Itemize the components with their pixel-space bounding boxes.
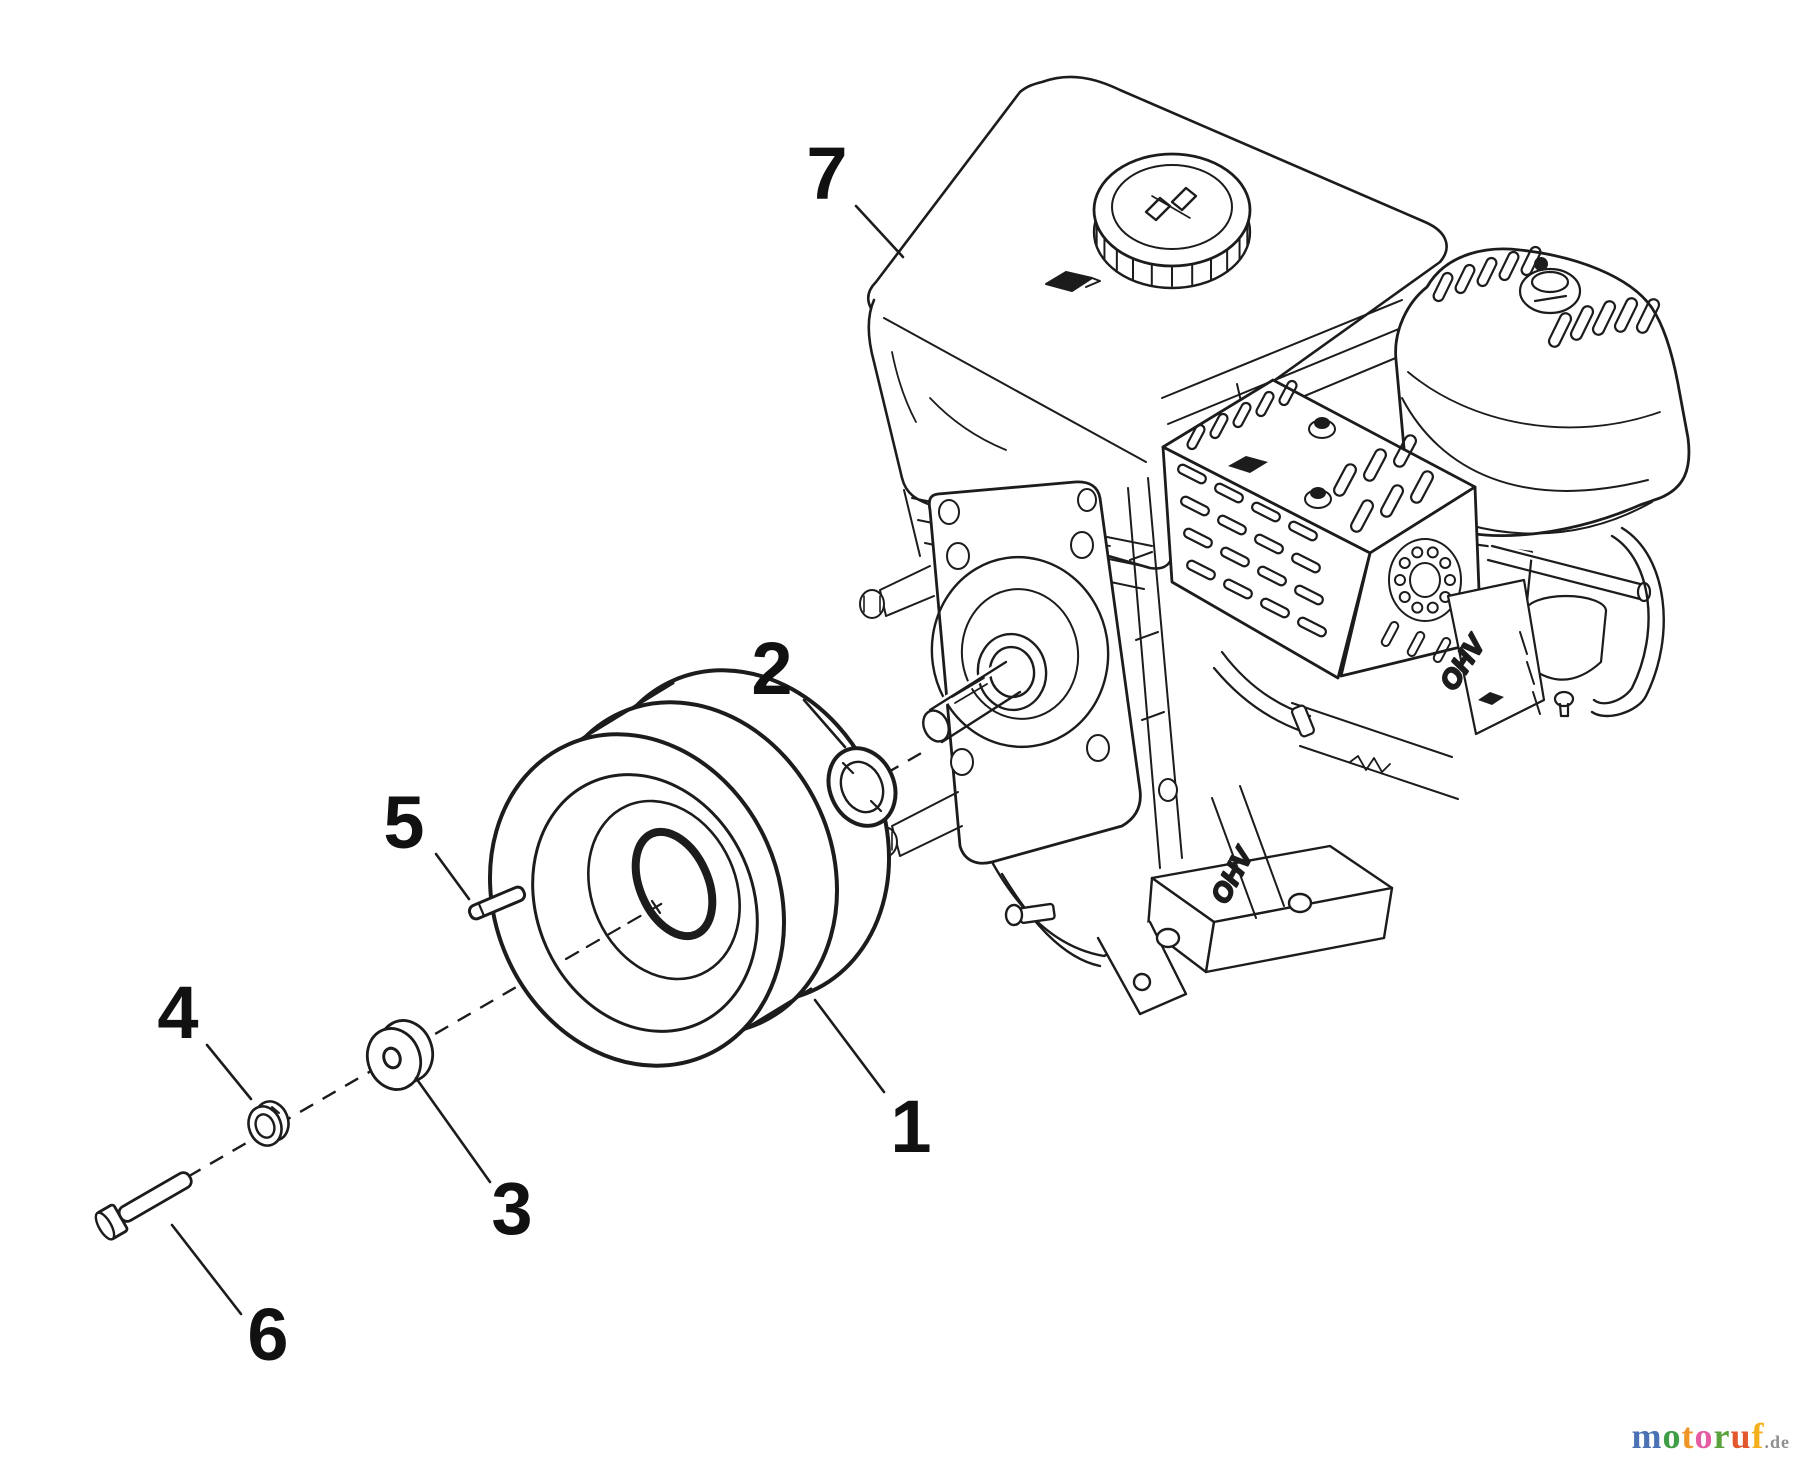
watermark-logo: motoruf.de <box>1631 1415 1790 1457</box>
callout-6-number: 6 <box>247 1293 288 1376</box>
engine-bracket <box>1127 477 1183 869</box>
oil-seal <box>826 746 898 828</box>
crankshaft <box>922 632 1048 744</box>
crankcase-cover <box>859 480 1142 865</box>
callout-4: 4 <box>157 971 253 1101</box>
watermark-letter: r <box>1713 1416 1731 1456</box>
pulley-centerline <box>564 898 670 961</box>
callout-3-number: 3 <box>491 1167 532 1250</box>
callout-7: 7 <box>806 132 905 259</box>
engine-assembly: OHV OHV <box>859 75 1691 1016</box>
flat-washer <box>365 1019 435 1091</box>
watermark-letter: f <box>1751 1416 1765 1456</box>
muffler <box>1161 378 1483 680</box>
carburetor-float-bowl <box>1524 594 1608 718</box>
pulley <box>487 668 892 1068</box>
drain-plug-icon <box>1004 902 1056 927</box>
ohv-heat-shield: OHV <box>1433 578 1546 736</box>
shaft-key <box>467 885 527 921</box>
fuel-cap <box>1092 152 1252 290</box>
callout-2: 2 <box>751 627 847 749</box>
tank-brand-logo-icon <box>1045 271 1101 292</box>
muffler-outlet-flange <box>1388 538 1462 622</box>
callout-5-number: 5 <box>383 781 424 864</box>
callout-1-number: 1 <box>890 1085 931 1168</box>
watermark-word: motoruf <box>1631 1416 1764 1456</box>
watermark-letter: u <box>1730 1416 1752 1456</box>
watermark-letter: m <box>1631 1416 1663 1456</box>
callout-6: 6 <box>170 1223 289 1376</box>
callout-3: 3 <box>414 1076 533 1250</box>
watermark-suffix: .de <box>1764 1432 1790 1452</box>
fuel-cap-logo-icon <box>1144 186 1198 222</box>
watermark-letter: o <box>1662 1416 1682 1456</box>
callout-4-number: 4 <box>157 971 198 1054</box>
fuel-line <box>1590 526 1665 718</box>
muffler-nut-icon <box>1304 417 1336 509</box>
callout-7-number: 7 <box>806 132 847 215</box>
exhaust-pipe <box>1212 650 1316 738</box>
callout-1: 1 <box>813 998 932 1168</box>
bolt <box>94 1171 193 1241</box>
air-cleaner <box>1394 245 1691 537</box>
muffler-logo-icon <box>1228 456 1268 473</box>
callout-5: 5 <box>383 781 471 901</box>
callouts: 1 2 3 4 5 6 7 <box>157 132 931 1376</box>
callout-2-number: 2 <box>751 627 792 710</box>
watermark-letter: t <box>1681 1416 1695 1456</box>
air-cleaner-wing-nut-icon <box>1518 257 1582 315</box>
engine-base <box>990 844 1394 1016</box>
lock-washer <box>247 1100 290 1147</box>
watermark-letter: o <box>1694 1416 1714 1456</box>
